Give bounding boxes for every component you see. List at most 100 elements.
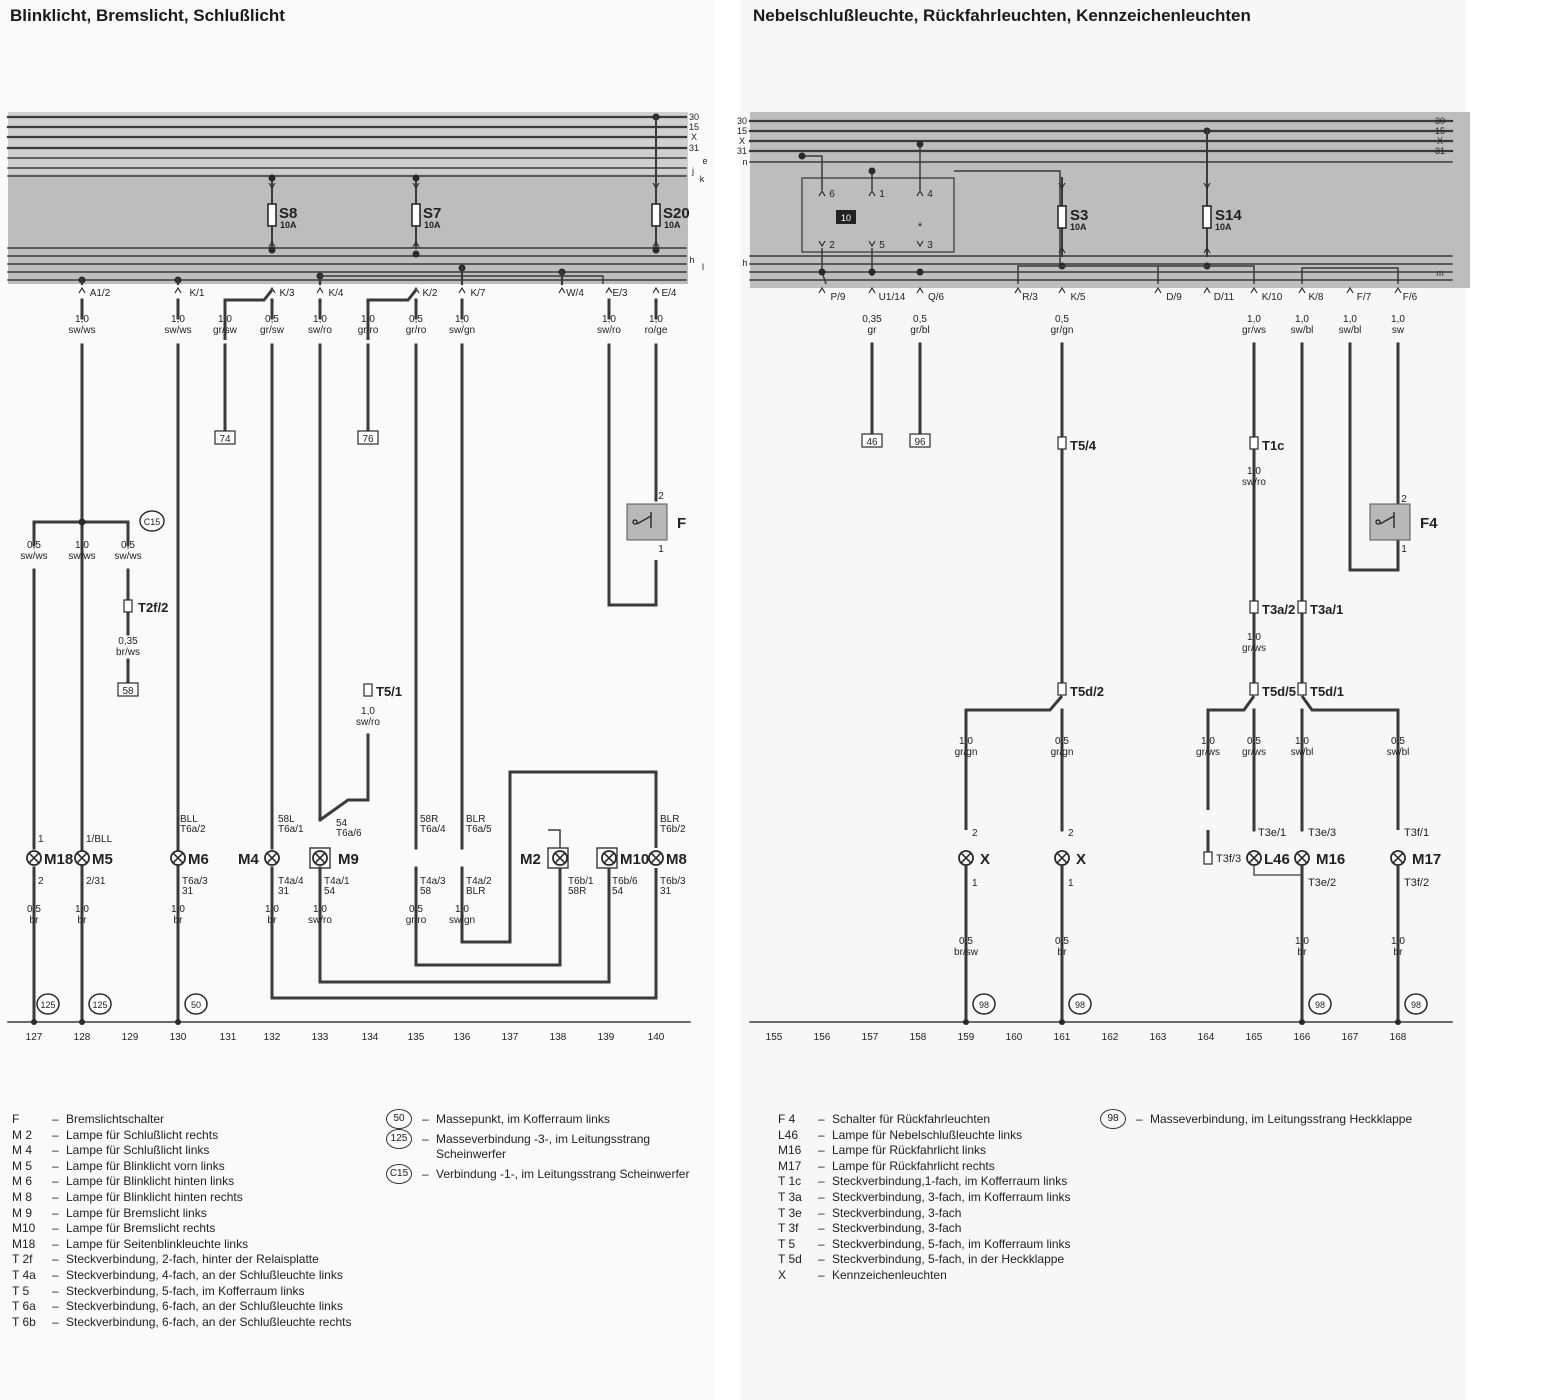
relay-number-box bbox=[836, 210, 856, 224]
wire-size-label: 0,5 bbox=[121, 540, 135, 551]
wire-size-label: 0,5 bbox=[1055, 736, 1069, 747]
grid-number: 164 bbox=[1198, 1032, 1215, 1043]
wire-path bbox=[1206, 695, 1256, 810]
pin-arrow-icon bbox=[868, 189, 876, 197]
legend-code: M 6 bbox=[12, 1174, 33, 1189]
lamp-label: M16 bbox=[1316, 851, 1345, 868]
pin-arrow-icon bbox=[78, 286, 86, 294]
legend-code: M 9 bbox=[12, 1205, 33, 1220]
wire-path bbox=[1301, 267, 1399, 284]
wire-path bbox=[1017, 265, 1159, 284]
grid-number: 134 bbox=[362, 1032, 379, 1043]
pin-label: T3e/3 bbox=[1308, 827, 1336, 839]
pin-arrow-icon bbox=[1298, 286, 1306, 294]
legend-row: T 6a–Steckverbindung, 6-fach, an der Sch… bbox=[12, 1299, 357, 1315]
legend-dash: – bbox=[1136, 1112, 1143, 1126]
ground-legend-item: C15–Verbindung -1-, im Leitungsstrang Sc… bbox=[386, 1163, 706, 1184]
fuse-symbol bbox=[411, 203, 421, 227]
wire-size-label: 0,5 bbox=[27, 904, 41, 915]
bus-label: 30 bbox=[689, 112, 699, 122]
pin-label: T3f/2 bbox=[1404, 877, 1429, 889]
bus-label: X bbox=[1437, 136, 1443, 146]
pin-arrow-icon bbox=[1203, 246, 1211, 254]
bus-label: X bbox=[691, 132, 697, 142]
pin-label: 54 bbox=[612, 886, 624, 897]
pin-arrow-icon bbox=[1203, 182, 1211, 190]
ground-point-symbol bbox=[1404, 993, 1428, 1015]
connector-symbol bbox=[1203, 851, 1213, 865]
reference-box-label: 58 bbox=[122, 686, 134, 697]
wire-size-label: 0,35 bbox=[118, 636, 138, 647]
connector-label: T3a/2 bbox=[1262, 602, 1295, 617]
grid-number: 138 bbox=[550, 1032, 567, 1043]
pin-arrow-icon bbox=[868, 240, 876, 248]
lamp-label: M5 bbox=[92, 851, 113, 868]
pin-label: T6b/1 bbox=[568, 876, 594, 887]
pin-arrow-icon bbox=[868, 286, 876, 294]
legend-dash: – bbox=[52, 1252, 59, 1267]
legend-dash: – bbox=[818, 1189, 825, 1204]
legend-dash: – bbox=[52, 1314, 59, 1329]
wire-color-label: sw/ws bbox=[164, 325, 191, 336]
wire-size-label: 1,0 bbox=[75, 904, 89, 915]
grid-number: 136 bbox=[454, 1032, 471, 1043]
wire-size-label: 1,0 bbox=[218, 314, 232, 325]
legend-code: F 4 bbox=[778, 1112, 796, 1126]
legend-dash: – bbox=[422, 1166, 429, 1181]
wire-size-label: 0,5 bbox=[27, 540, 41, 551]
relay-outline bbox=[801, 177, 955, 253]
pin-label: 54 bbox=[336, 818, 348, 829]
pin-arrow-icon bbox=[916, 240, 924, 248]
ground-legend-description: Verbindung -1-, im Leitungsstrang Schein… bbox=[436, 1166, 690, 1181]
pin-label: BLR bbox=[466, 886, 485, 897]
ground-point-symbol bbox=[88, 993, 112, 1015]
wire-path bbox=[1350, 540, 1400, 572]
legend-row: M17–Lampe für Rückfahrlicht rechts bbox=[778, 1159, 1108, 1175]
legend-code: M16 bbox=[778, 1143, 802, 1158]
connector-label: T1c bbox=[1262, 438, 1284, 453]
pin-arrow-icon bbox=[316, 286, 324, 294]
wire-path bbox=[319, 798, 368, 822]
grid-number: 160 bbox=[1006, 1032, 1023, 1043]
fuse-rating: 10A bbox=[1070, 222, 1087, 232]
grid-number: 163 bbox=[1150, 1032, 1167, 1043]
fuse-rating: 10A bbox=[280, 220, 297, 230]
legend-description: Kennzeichenleuchten bbox=[832, 1267, 947, 1282]
grid-number: 158 bbox=[910, 1032, 927, 1043]
ground-legend-description: Masseverbindung, im Leitungsstrang Heckk… bbox=[1150, 1112, 1413, 1126]
wire-size-label: 1,0 bbox=[1247, 632, 1261, 643]
lamp-cross-icon bbox=[1296, 852, 1308, 864]
switch-label: F4 bbox=[1420, 515, 1438, 532]
wire-path bbox=[223, 289, 274, 340]
legend-row: F–Bremslichtschalter bbox=[12, 1112, 357, 1128]
legend-row: T 4a–Steckverbindung, 4-fach, an der Sch… bbox=[12, 1268, 357, 1284]
junction-dot bbox=[916, 140, 924, 148]
wire-color-label: gr/gn bbox=[1051, 325, 1074, 336]
legend-row: T 3f–Steckverbindung, 3-fach bbox=[778, 1221, 1108, 1237]
pin-arrow-icon bbox=[916, 189, 924, 197]
legend-dash: – bbox=[422, 1112, 429, 1126]
legend-description: Lampe für Rückfahrlicht rechts bbox=[832, 1158, 995, 1173]
pin-arrow-icon bbox=[412, 182, 420, 190]
pin-label: 31 bbox=[182, 886, 194, 897]
legend-dash: – bbox=[818, 1267, 825, 1282]
legend-code: T 1c bbox=[778, 1174, 802, 1189]
pin-label: T6a/5 bbox=[466, 824, 492, 835]
ground-point-label: 98 bbox=[979, 1000, 989, 1010]
terminal-label: F/6 bbox=[1403, 292, 1418, 303]
fuse-label: S14 bbox=[1215, 207, 1242, 224]
lamp-label: M6 bbox=[188, 851, 209, 868]
pin-label: T6a/4 bbox=[420, 824, 446, 835]
grid-number: 129 bbox=[122, 1032, 139, 1043]
bus-label: 15 bbox=[689, 122, 699, 132]
lamp-cross-icon bbox=[1056, 852, 1068, 864]
connector-label: T5/4 bbox=[1070, 438, 1097, 453]
legend-dash: – bbox=[52, 1127, 59, 1142]
wire-size-label: 1,0 bbox=[1247, 466, 1261, 477]
legend-dash: – bbox=[52, 1221, 59, 1236]
connector-symbol bbox=[1297, 682, 1307, 696]
pin-label: 2/31 bbox=[86, 876, 106, 887]
wire-color-label: br bbox=[1058, 947, 1068, 958]
relay-pin-label: 2 bbox=[829, 240, 835, 251]
wire-size-label: 1,0 bbox=[1295, 936, 1309, 947]
